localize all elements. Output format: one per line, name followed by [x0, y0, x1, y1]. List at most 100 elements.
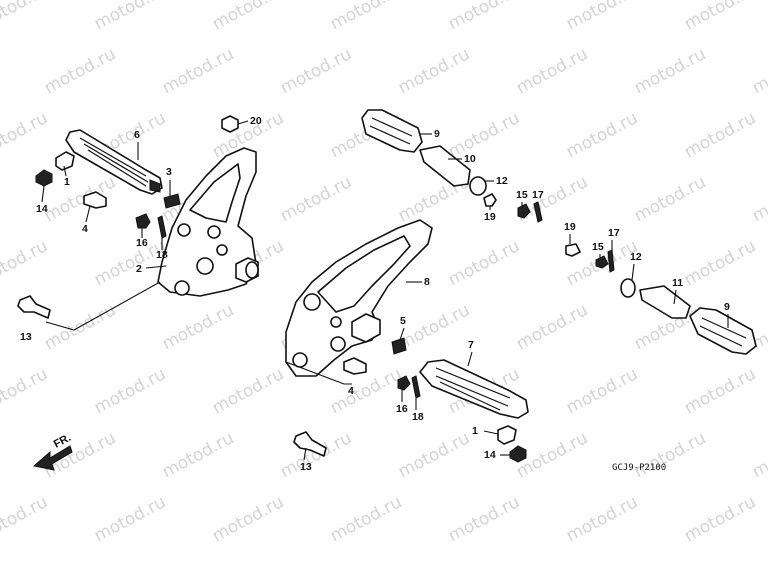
leader-line — [63, 165, 67, 177]
callout-12: 12 — [496, 175, 508, 187]
watermark-text: motod.ru — [563, 364, 641, 418]
watermark-text: motod.ru — [327, 0, 405, 34]
pin-18-right — [411, 375, 421, 399]
callout-12: 12 — [630, 251, 642, 263]
right-footpeg — [419, 359, 529, 419]
callout-4: 4 — [348, 385, 354, 397]
collar-1-right — [497, 425, 517, 445]
spring-3 — [163, 193, 181, 209]
left-footpeg — [65, 129, 163, 195]
bolt-13-right — [293, 431, 327, 457]
watermark-text: motod.ru — [395, 428, 473, 482]
watermark-text: motod.ru — [0, 108, 51, 162]
watermark-text: motod.ru — [445, 0, 523, 34]
leader-line — [285, 361, 352, 385]
watermark-text: motod.ru — [159, 44, 237, 98]
callout-17: 17 — [532, 189, 544, 201]
watermark-text: motod.ru — [41, 172, 119, 226]
watermark-text: motod.ru — [395, 300, 473, 354]
callout-15: 15 — [592, 241, 604, 253]
right-step-bracket — [285, 219, 433, 377]
watermark-text: motod.ru — [563, 108, 641, 162]
pin-18 — [157, 215, 167, 239]
watermark-text: motod.ru — [445, 492, 523, 546]
watermark-text: motod.ru — [0, 236, 51, 290]
watermark-text: motod.ru — [0, 44, 1, 98]
nut-14 — [35, 169, 53, 187]
watermark-text: motod.ru — [0, 172, 1, 226]
watermark-text: motod.ru — [513, 300, 591, 354]
callout-6: 6 — [134, 129, 140, 141]
watermark-text: motod.ru — [209, 0, 287, 34]
pin-4 — [83, 191, 107, 209]
watermark-text: motod.ru — [0, 364, 51, 418]
callout-13: 13 — [300, 461, 312, 473]
left-step-bracket — [157, 147, 259, 297]
watermark-text: motod.ru — [631, 172, 709, 226]
callout-16: 16 — [136, 237, 148, 249]
watermark-text: motod.ru — [91, 364, 169, 418]
watermark-text: motod.ru — [209, 364, 287, 418]
callout-18: 18 — [156, 249, 168, 261]
leader-line — [467, 351, 473, 367]
passenger-peg-upper — [361, 109, 543, 223]
callout-2: 2 — [136, 263, 142, 275]
front-direction-arrow — [32, 445, 73, 471]
watermark-text: motod.ru — [445, 236, 523, 290]
callout-labels: 1234567891011121314151617181920149121314… — [20, 115, 730, 473]
callout-18: 18 — [412, 411, 424, 423]
callout-4: 4 — [82, 223, 88, 235]
watermark-text: motod.ru — [631, 428, 709, 482]
leader-lines — [41, 120, 729, 461]
watermark-text: motod.ru — [0, 300, 1, 354]
watermark-text: motod.ru — [0, 0, 51, 34]
watermark-text: motod.ru — [749, 44, 768, 98]
watermark-text: motod.ru — [749, 428, 768, 482]
watermark-text: motod.ru — [41, 428, 119, 482]
callout-14: 14 — [484, 449, 496, 461]
watermark-text: motod.ru — [91, 492, 169, 546]
watermark-text: motod.ru — [749, 172, 768, 226]
leader-line — [85, 205, 91, 223]
leader-line — [399, 327, 405, 341]
leader-line — [145, 265, 167, 269]
callout-13: 13 — [20, 331, 32, 343]
bolt-20 — [221, 115, 239, 133]
watermark-text: motod.ru — [327, 492, 405, 546]
watermark-text: motod.ru — [277, 44, 355, 98]
watermark-text: motod.ru — [631, 44, 709, 98]
watermark-text: motod.ru — [563, 492, 641, 546]
callout-3: 3 — [166, 166, 172, 178]
passenger-peg-lower — [565, 243, 757, 355]
nut-14-right — [509, 445, 527, 463]
callout-17: 17 — [608, 227, 620, 239]
callout-19: 19 — [484, 211, 496, 223]
leader-line — [45, 281, 161, 331]
watermark-text: motod.ru — [681, 236, 759, 290]
watermark-text: motod.ru — [209, 492, 287, 546]
watermark-text: motod.ru — [563, 0, 641, 34]
leader-line — [41, 185, 45, 203]
watermark-text: motod.ru — [41, 44, 119, 98]
watermark-text: motod.ru — [159, 428, 237, 482]
left-footpeg-assembly — [17, 115, 259, 319]
watermark-text: motod.ru — [681, 492, 759, 546]
leader-line — [303, 447, 307, 461]
watermark-text: motod.ru — [395, 44, 473, 98]
callout-10: 10 — [464, 153, 476, 165]
watermark-text: motod.ru — [681, 364, 759, 418]
callout-20: 20 — [250, 115, 262, 127]
watermark-text: motod.ru — [277, 172, 355, 226]
leader-line — [673, 289, 677, 305]
callout-1: 1 — [64, 176, 70, 188]
callout-8: 8 — [424, 276, 430, 288]
leader-line — [483, 430, 499, 435]
watermark-text: motod.ru — [0, 428, 1, 482]
watermark-text: motod.ru — [41, 300, 119, 354]
right-footpeg-assembly — [285, 219, 529, 463]
watermark-text: motod.ru — [277, 428, 355, 482]
watermark-text: motod.ru — [681, 0, 759, 34]
watermark-text: motod.ru — [513, 44, 591, 98]
watermark-text: motod.ru — [159, 300, 237, 354]
